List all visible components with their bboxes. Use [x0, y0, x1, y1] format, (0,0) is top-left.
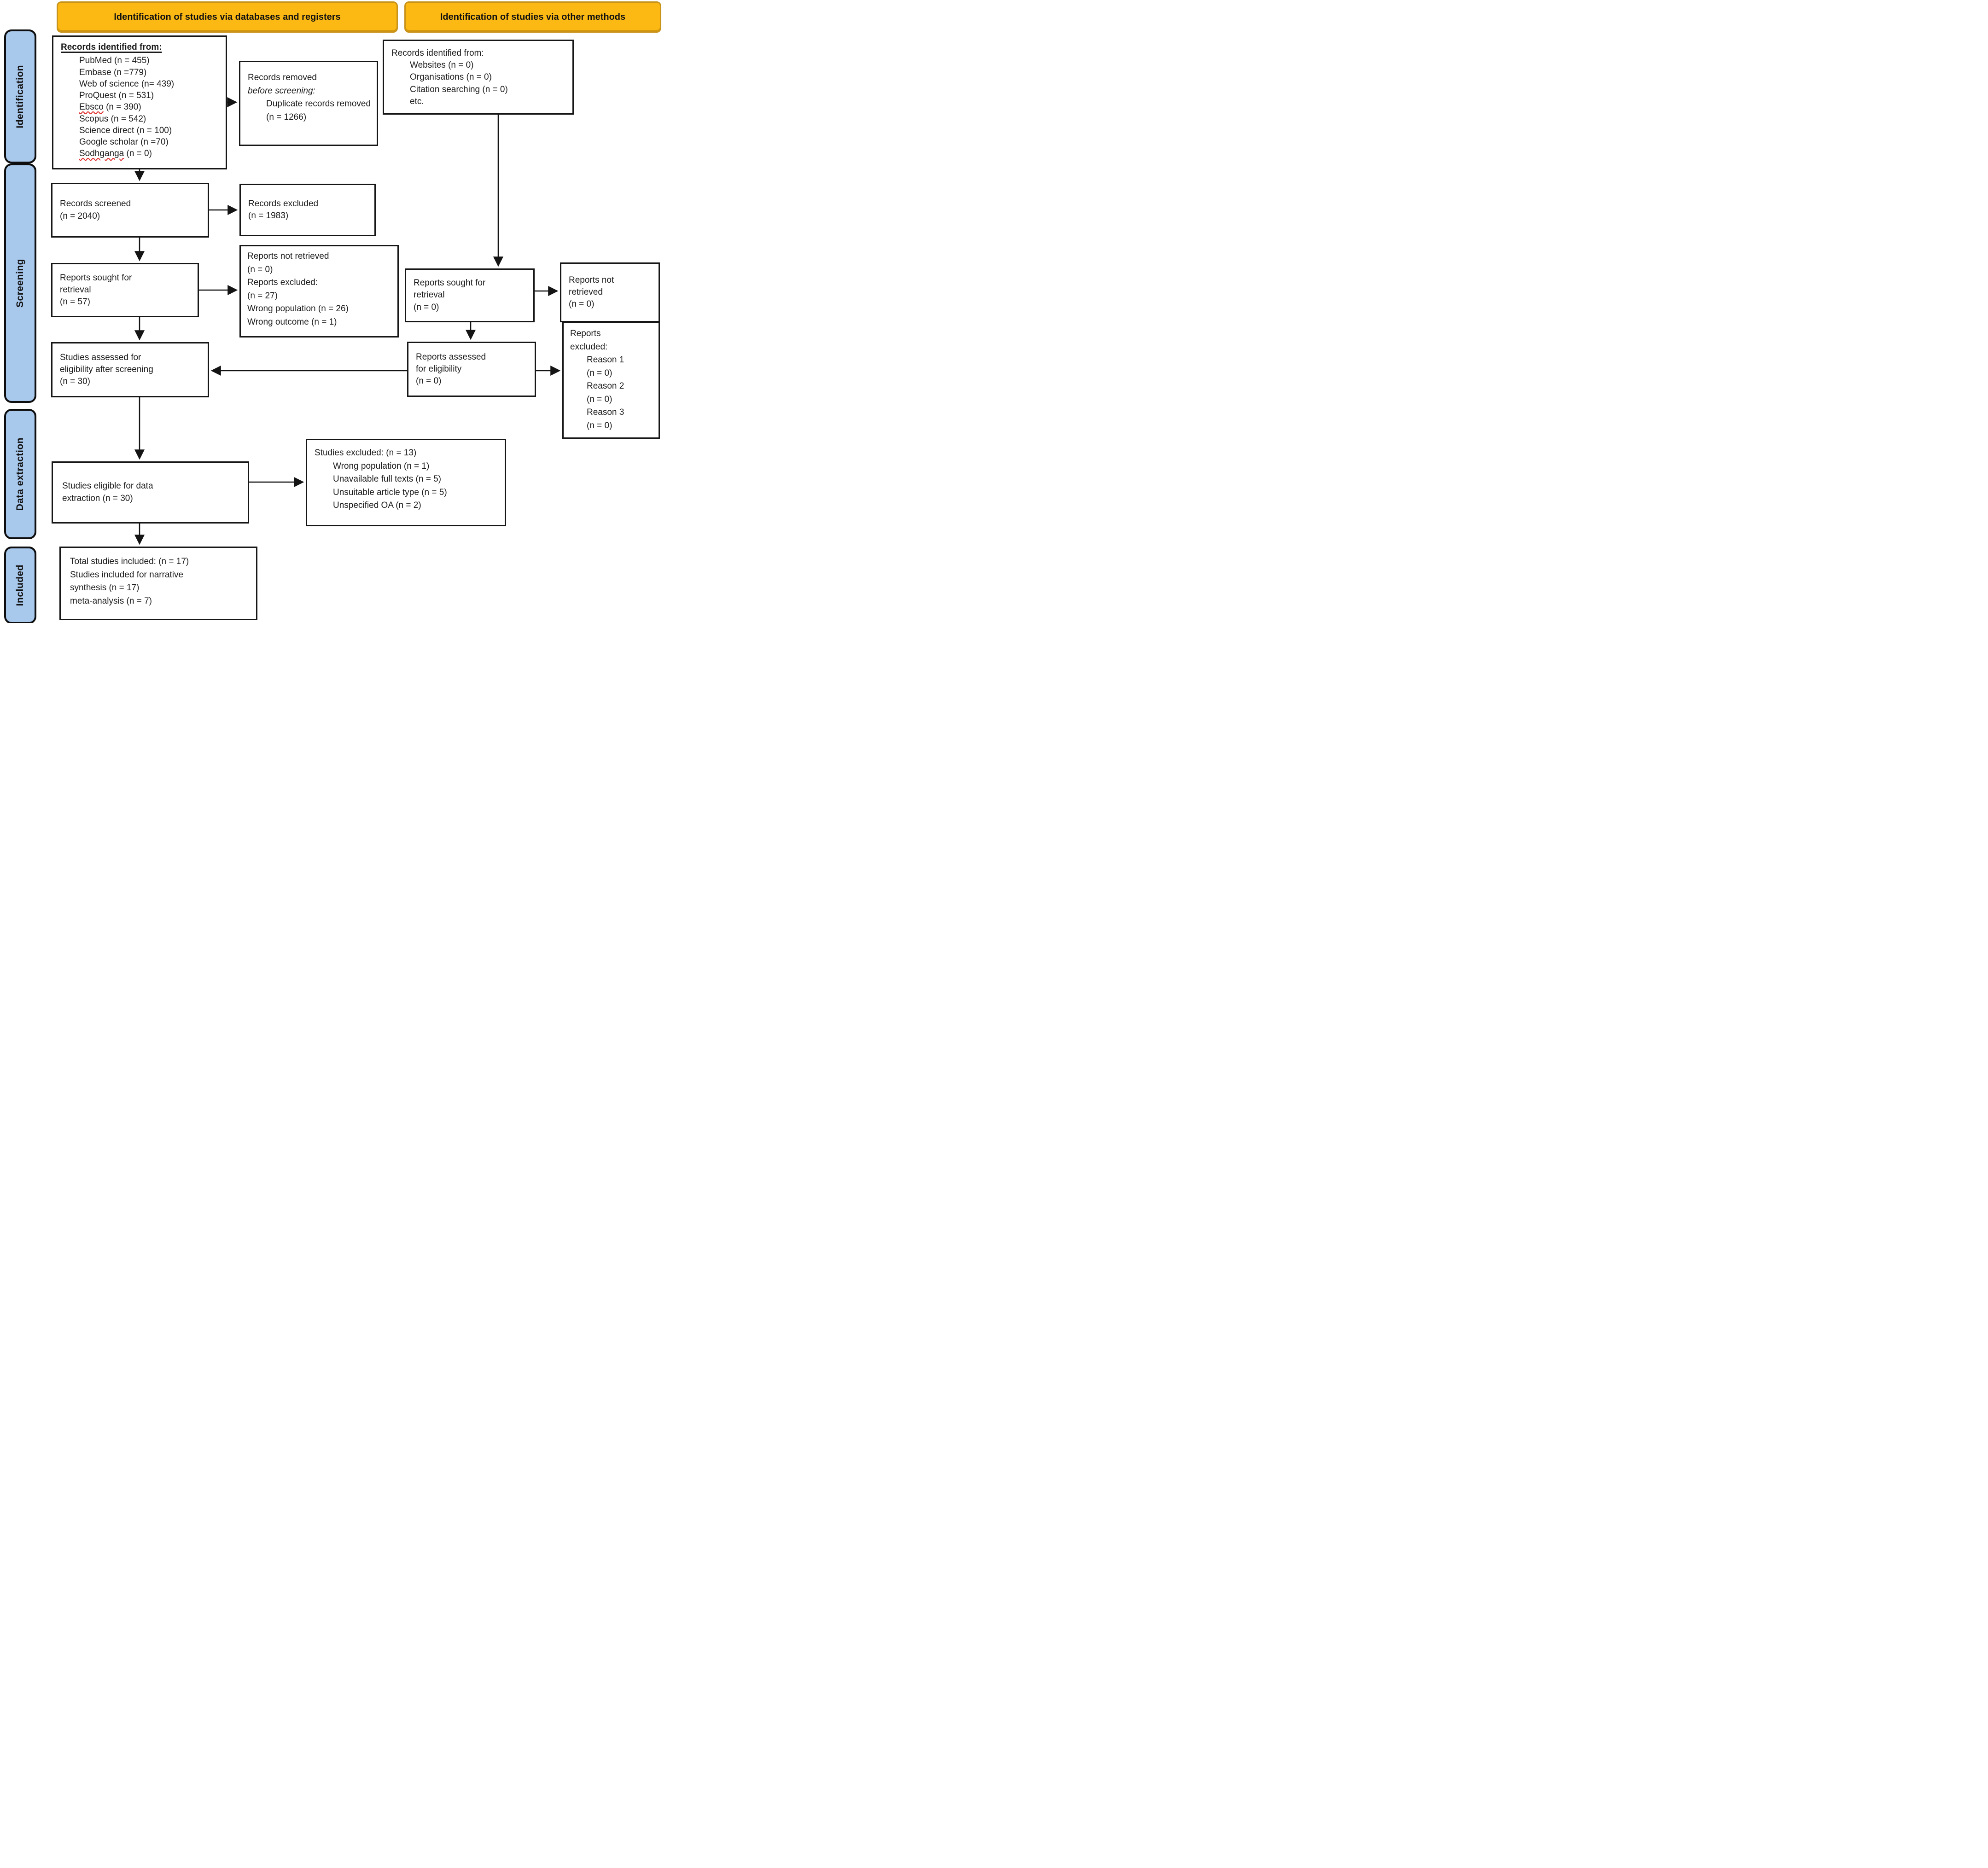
box-title: Records identified from:: [391, 48, 484, 58]
box-text: Records removed: [248, 73, 317, 82]
records-excluded-box: Records excluded (n = 1983): [239, 184, 376, 236]
exclusion-reason: Unspecified OA (n = 2): [333, 500, 421, 510]
source-item: Sodhganga (n = 0): [61, 148, 221, 159]
box-text: Studies included for narrative synthesis…: [70, 570, 184, 593]
box-count: (n = 0): [569, 299, 595, 309]
box-text: Studies assessed for eligibility after s…: [60, 352, 153, 374]
reports-not-retrieved-databases-box: Reports not retrieved (n = 0) Reports ex…: [239, 245, 399, 338]
phase-label: Included: [15, 564, 25, 606]
box-text: Reports sought for retrieval: [414, 278, 486, 300]
box-text-italic: before screening:: [248, 86, 315, 96]
exclusion-reason: Unavailable full texts (n = 5): [333, 474, 441, 484]
reports-excluded-reasons-box: Reports excluded: Reason 1 (n = 0) Reaso…: [562, 321, 660, 439]
source-item: Scopus (n = 542): [79, 114, 146, 124]
phase-screening: Screening: [4, 163, 36, 403]
source-item: Citation searching (n = 0): [410, 84, 508, 94]
source-count: (n = 390): [103, 102, 141, 112]
studies-excluded-box: Studies excluded: (n = 13) Wrong populat…: [306, 439, 506, 526]
phase-included: Included: [4, 547, 36, 623]
studies-assessed-box: Studies assessed for eligibility after s…: [51, 342, 209, 397]
box-count: (n = 2040): [60, 211, 100, 221]
exclusion-reason: Reason 1: [587, 355, 624, 365]
phase-data-extraction: Data extraction: [4, 409, 36, 539]
exclusion-reason: Reason 2: [587, 381, 624, 391]
removed-detail: Duplicate records removed: [266, 99, 371, 109]
box-text: Reports sought for retrieval: [60, 273, 132, 295]
box-text: Records screened: [60, 199, 131, 209]
box-count: (n = 0): [247, 264, 273, 274]
phase-label: Identification: [15, 64, 25, 128]
misspelled-word: Sodhganga: [79, 149, 124, 159]
reports-not-retrieved-other-box: Reports not retrieved (n = 0): [560, 262, 660, 322]
source-item: etc.: [410, 96, 424, 106]
records-removed-box: Records removed before screening: Duplic…: [239, 61, 378, 146]
reports-sought-other-box: Reports sought for retrieval (n = 0): [405, 268, 535, 322]
records-screened-box: Records screened (n = 2040): [51, 183, 209, 238]
phase-identification: Identification: [4, 29, 36, 163]
total-studies-included-box: Total studies included: (n = 17) Studies…: [59, 547, 257, 620]
box-title: Reports excluded:: [570, 329, 608, 352]
source-item: Embase (n =779): [79, 67, 147, 77]
removed-count: (n = 1266): [266, 112, 307, 122]
source-item: Ebsco (n = 390): [61, 101, 221, 113]
header-databases-registers: Identification of studies via databases …: [57, 1, 398, 33]
box-text: Studies eligible for data extraction (n …: [62, 481, 153, 503]
header-label: Identification of studies via databases …: [114, 12, 341, 22]
source-item: Web of science (n= 439): [79, 79, 175, 89]
box-text: Reports excluded:: [247, 278, 318, 287]
reports-sought-databases-box: Reports sought for retrieval (n = 57): [51, 263, 199, 317]
source-item: Organisations (n = 0): [410, 72, 492, 82]
source-item: Science direct (n = 100): [79, 125, 172, 135]
misspelled-word: Ebsco: [79, 102, 104, 112]
box-text: Reports not retrieved: [247, 251, 329, 261]
box-count: (n = 1983): [248, 211, 289, 221]
studies-eligible-box: Studies eligible for data extraction (n …: [52, 461, 249, 524]
exclusion-reason: Reason 3: [587, 407, 624, 417]
reports-assessed-other-box: Reports assessed for eligibility (n = 0): [407, 342, 536, 397]
box-count: (n = 30): [60, 377, 91, 387]
box-count: (n = 0): [416, 376, 442, 386]
exclusion-count: (n = 0): [587, 420, 612, 431]
exclusion-count: (n = 0): [587, 368, 612, 378]
prisma-flow-diagram: Identification of studies via databases …: [0, 0, 663, 623]
exclusion-count: (n = 0): [587, 394, 612, 404]
source-item: Google scholar (n =70): [79, 137, 169, 147]
flow-arrows: [134, 97, 561, 545]
records-identified-other-box: Records identified from: Websites (n = 0…: [383, 40, 574, 115]
exclusion-reason: Unsuitable article type (n = 5): [333, 487, 447, 497]
source-item: Websites (n = 0): [410, 60, 474, 70]
source-count: (n = 0): [124, 149, 152, 159]
box-text: Reports assessed for eligibility: [416, 352, 486, 374]
box-text: Reports not retrieved: [569, 275, 614, 297]
box-text: meta-analysis (n = 7): [70, 596, 152, 606]
source-item: PubMed (n = 455): [79, 56, 150, 66]
phase-label: Screening: [15, 258, 25, 308]
box-count: (n = 27): [247, 291, 278, 301]
box-title: Studies excluded: (n = 13): [315, 448, 417, 458]
records-identified-databases-box: Records identified from: PubMed (n = 455…: [52, 35, 227, 169]
header-label: Identification of studies via other meth…: [440, 12, 626, 22]
box-text: Total studies included: (n = 17): [70, 557, 189, 566]
box-title: Records identified from:: [61, 42, 162, 52]
source-item: ProQuest (n = 531): [79, 91, 154, 101]
phase-label: Data extraction: [15, 437, 25, 511]
header-other-methods: Identification of studies via other meth…: [404, 1, 661, 33]
exclusion-reason: Wrong outcome (n = 1): [247, 317, 337, 327]
box-count: (n = 57): [60, 297, 91, 307]
box-text: Records excluded: [248, 198, 319, 209]
exclusion-reason: Wrong population (n = 26): [247, 304, 349, 314]
exclusion-reason: Wrong population (n = 1): [333, 461, 430, 471]
box-count: (n = 0): [414, 302, 439, 312]
